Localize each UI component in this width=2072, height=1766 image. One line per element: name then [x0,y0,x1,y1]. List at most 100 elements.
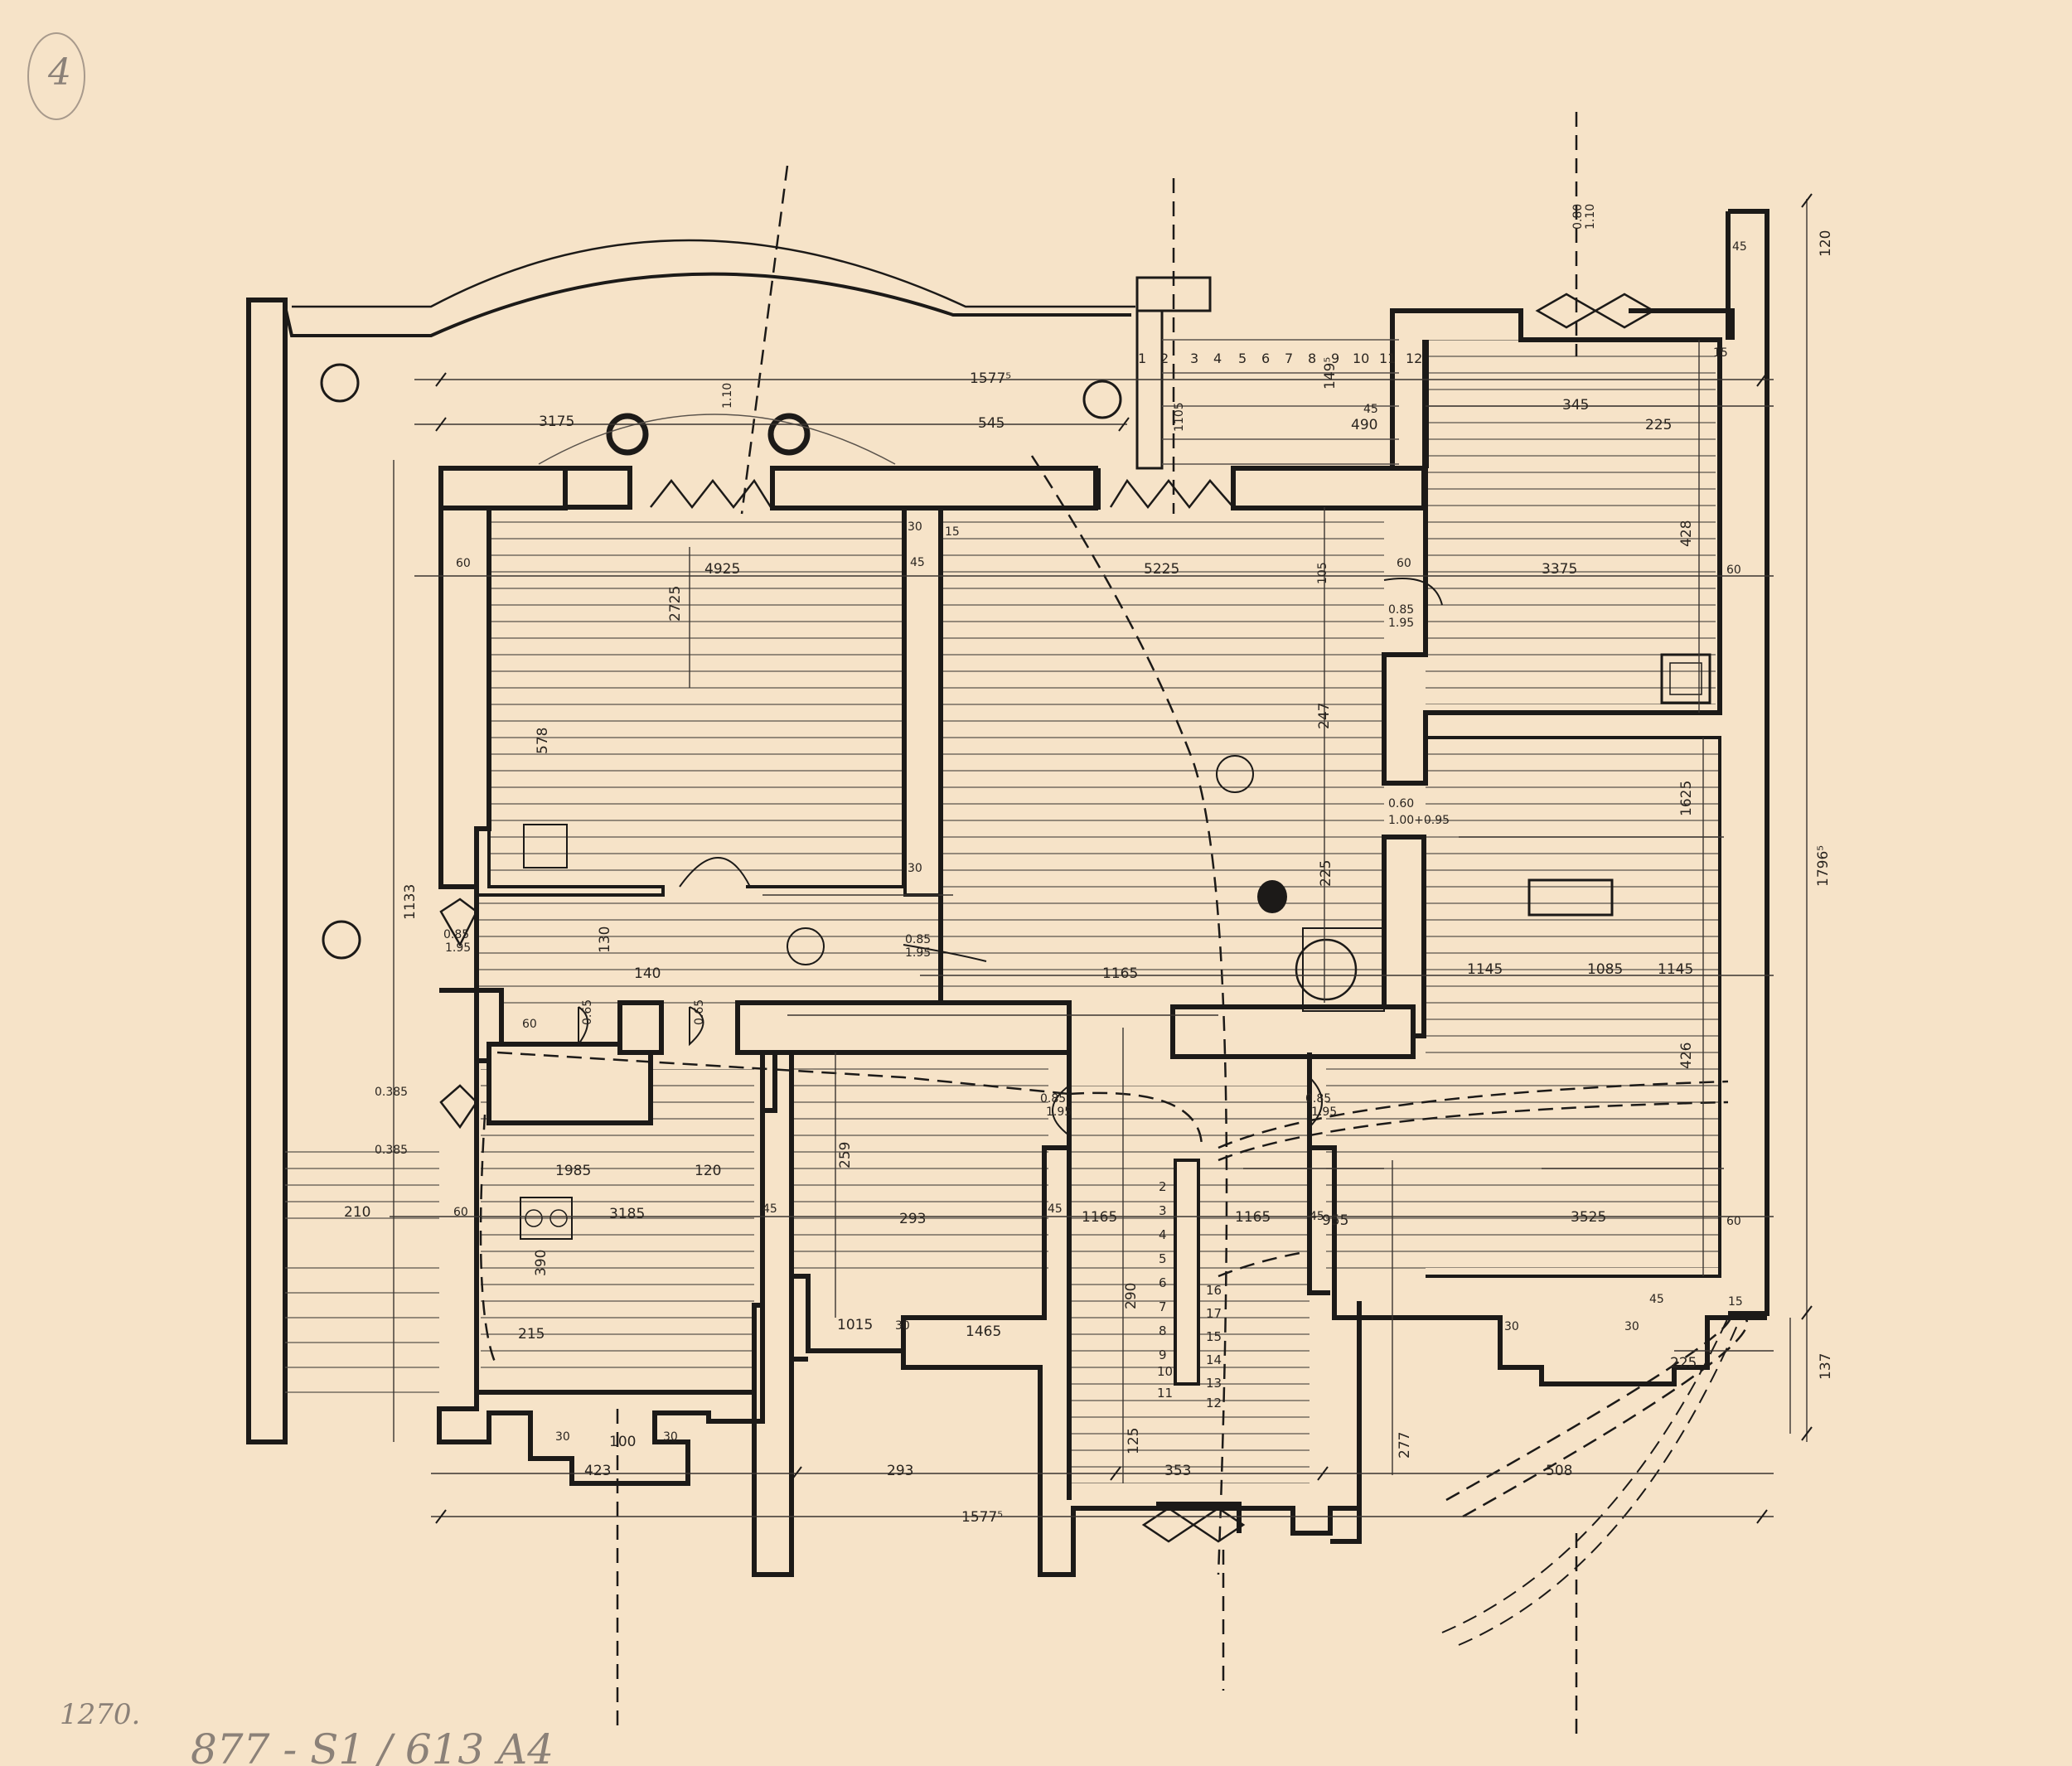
stair-step: 7 [1285,351,1293,366]
dim-105: 105 [1316,562,1329,584]
dim-0385: 0.385 [375,1144,408,1157]
dim-125: 125 [1126,1428,1142,1454]
south-stair-steps: 2 3 4 5 6 7 8 9 10 11 16 17 15 14 13 12 [1157,1179,1222,1410]
dim-room-e-depth-2: 426 [1678,1043,1695,1069]
dim-bottom-2: 353 [1164,1463,1191,1479]
stair-step: 9 [1159,1347,1167,1362]
window-height-label: 1.10 [1584,204,1597,230]
floor-hatching [477,340,1720,1483]
dim-room-ne-top: 345 [1562,397,1589,414]
dim-kitchen-sub-2: 120 [695,1163,721,1179]
stair-step: 5 [1159,1251,1167,1266]
dim-window-e-1: 1145 [1467,961,1503,978]
stair-step: 16 [1206,1283,1222,1298]
dim-0385: 0.385 [375,1086,408,1099]
dim-porch-depth: 210 [344,1204,370,1221]
dim-kitchen-sub-1: 1985 [555,1163,591,1179]
door-width-label: 0.85 [1040,1092,1066,1106]
dim-065: 0.65 [581,999,594,1025]
wall-thickness-label: 60 [522,1018,537,1031]
door-height-label: 1.95 [905,946,931,960]
dim-stair2-width: 1165 [1082,1209,1117,1226]
stair-step: 13 [1206,1376,1222,1391]
corner-mark: 4 [47,51,71,94]
wall-thickness-label: 30 [663,1430,678,1444]
windows [439,293,1656,1543]
dim-bottom-3: 508 [1546,1463,1572,1479]
stair-step: 8 [1308,351,1316,366]
dim-room-ne-side: 225 [1645,417,1672,433]
door-swings [578,578,1443,1136]
stair-step: 4 [1159,1227,1167,1242]
dim-room-e-width: 3525 [1571,1209,1606,1226]
dimension-lines [390,199,1808,1517]
dim-right-bottom: 137 [1818,1353,1834,1380]
door-height-label: 1.95 [445,941,471,955]
wall-thickness-label: 60 [453,1206,468,1219]
column-circle [1082,380,1122,419]
stair-step: 4 [1213,351,1222,366]
stair-step: 6 [1261,351,1270,366]
dim-stair2-width-b: 1165 [1235,1209,1271,1226]
dim-stair-width: 149⁵ [1322,357,1339,389]
front-stair-steps: 1 2 3 4 5 6 7 8 9 10 11 12 [1138,351,1422,366]
dim-room-sc-width: 293 [899,1211,926,1227]
wall-thickness-label: 30 [908,520,922,534]
stair-step: 8 [1159,1323,1167,1338]
dim-corridor-width: 140 [634,965,661,982]
door-width-label: 0.85 [443,928,469,941]
stair-step: 10 [1353,351,1369,366]
dim-bottom-window: 100 [609,1434,636,1450]
catalog-number: 1270. [60,1698,140,1731]
dim-terrace-width: 3175 [539,414,574,430]
column-circle [322,920,361,960]
dim-1165: 1165 [1102,965,1138,982]
wall-thickness-label: 15 [945,525,960,539]
dim-front-room-width: 545 [978,415,1005,432]
wall-thickness-label: 60 [1726,564,1741,577]
dim-065: 0.65 [693,999,706,1025]
dim-total-depth-right: 1796⁵ [1815,845,1832,887]
ink-blot [1257,880,1287,913]
stair-step: 2 [1159,1179,1167,1194]
dimension-labels: 1577⁵ 3175 545 4925 578 2 7 2 5 5225 247 22… [344,204,1834,1526]
wall-thickness-label: 30 [555,1430,570,1444]
stair-step: 11 [1379,351,1396,366]
stair-step: 1 [1138,351,1146,366]
dim-hall-width: 5225 [1144,561,1179,578]
dim-total-width-bottom: 1577⁵ [961,1509,1003,1526]
wall-thickness-label: 45 [1310,1210,1324,1223]
dim-room-nw-width: 4925 [704,561,740,578]
wall-thickness-label: 45 [1048,1202,1063,1216]
window-height-label: 1.10 [721,383,734,409]
dim-room-nw-depth: 578 [535,728,551,754]
dim-100-095: 1.00+0.95 [1388,814,1450,827]
dim-kitchen-width: 3185 [609,1206,645,1222]
walls [437,209,1769,1577]
dim-bottom-left: 423 [584,1463,611,1479]
dim-955: 955 [1322,1212,1348,1229]
dim-room-ne-side-2: 225 [1670,1355,1697,1372]
dim-room-ne-width: 3375 [1542,561,1577,578]
dim-hall-depth-lower: 225 [1318,860,1334,887]
dim-corridor-depth: 130 [597,927,613,953]
wall-thickness-label: 15 [1728,1295,1743,1309]
wall-thickness-label: 30 [1504,1320,1519,1333]
stair-step: 12 [1206,1396,1222,1410]
wall-thickness-label: 45 [1363,403,1378,416]
window-width-label: 0.80 [1571,204,1585,230]
dim-window-e-2: 1085 [1587,961,1623,978]
wall-thickness-label: 60 [1397,557,1411,570]
archive-reference: 877 - S1 / 613 A4 [191,1725,554,1766]
door-width-label: 0.85 [1305,1092,1331,1106]
dim-hall-depth: 247 [1316,703,1333,729]
stair-step: 2 [1160,351,1169,366]
dim-stair2-run: 290 [1123,1283,1140,1309]
porch [246,239,1135,1444]
stair-step: 15 [1206,1329,1222,1344]
dim-bottom-1: 293 [887,1463,913,1479]
stair-step: 12 [1406,351,1422,366]
dim-1465: 1465 [966,1323,1001,1340]
door-height-label: 1.95 [1388,617,1414,630]
